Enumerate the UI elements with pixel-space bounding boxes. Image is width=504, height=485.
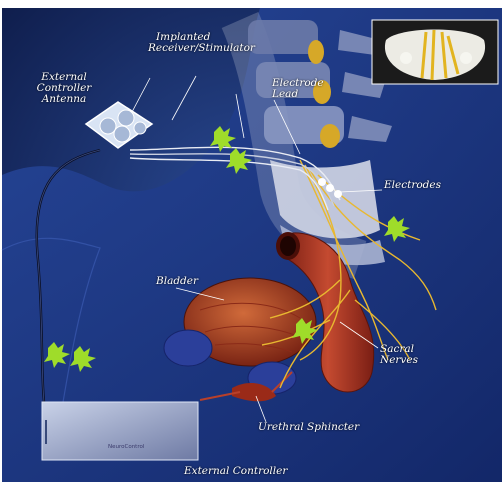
label-external-controller: External Controller xyxy=(184,466,287,477)
label-electrodes: Electrodes xyxy=(384,180,441,191)
label-implanted-receiver: Implanted Receiver/Stimulator xyxy=(148,32,255,54)
device-brand: NeuroControl xyxy=(108,444,145,450)
label-external-controller-antenna: External Controller Antenna xyxy=(34,72,94,105)
pubic-bone xyxy=(164,330,212,366)
external-controller-device xyxy=(42,402,198,460)
label-bladder: Bladder xyxy=(156,276,198,287)
vertebra-inset xyxy=(372,20,498,84)
label-urethral-sphincter: Urethral Sphincter xyxy=(258,422,359,433)
label-electrode-lead: Electrode Lead xyxy=(272,78,324,100)
label-sacral-nerves: Sacral Nerves xyxy=(380,344,418,366)
